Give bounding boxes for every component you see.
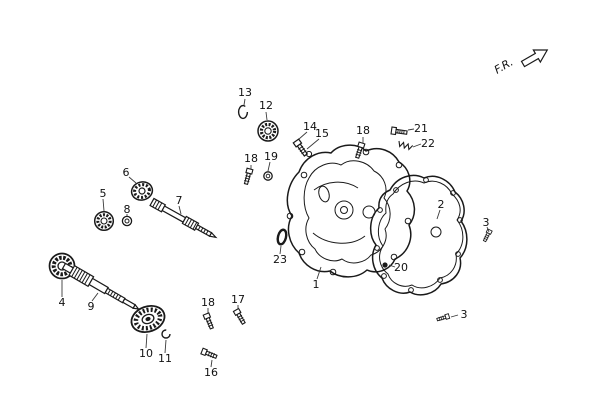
callout-4: 4 — [59, 280, 66, 309]
part-16-bolt — [200, 347, 218, 360]
callout-5: 5 — [100, 187, 107, 212]
part-12-bearing — [257, 120, 279, 142]
callout-15: 15 — [306, 127, 329, 150]
part-number: 9 — [88, 300, 95, 313]
part-number: 10 — [139, 347, 153, 360]
part-number: 18 — [356, 124, 370, 137]
callout-23: 23 — [273, 245, 287, 266]
part-number: 3 — [483, 216, 490, 229]
callout-2: 2 — [436, 198, 445, 220]
part-number: 5 — [100, 187, 107, 200]
part-23-o-ring — [276, 228, 288, 246]
part-number: 20 — [394, 261, 408, 274]
part-3-bolt-top — [482, 228, 493, 243]
part-7-shaft — [149, 197, 218, 239]
part-number: 11 — [158, 352, 172, 365]
callout-21: 21 — [407, 122, 428, 135]
callout-22: 22 — [412, 137, 435, 150]
part-number: 8 — [124, 203, 131, 216]
part-11-circlip — [161, 329, 171, 339]
part-number: 17 — [231, 293, 245, 306]
part-number: 23 — [273, 253, 287, 266]
callout-14: 14 — [298, 120, 317, 140]
callout-10: 10 — [139, 333, 153, 360]
callout-1: 1 — [313, 266, 322, 291]
part-number: 14 — [303, 120, 317, 133]
part-number: 15 — [315, 127, 329, 140]
part-22-spring — [398, 140, 414, 151]
part-18-bolt-top — [354, 141, 366, 159]
callout-17: 17 — [231, 293, 245, 309]
part-21-bolt — [390, 126, 408, 136]
part-18-bolt-bottom — [202, 312, 215, 330]
part-8-collar — [121, 215, 133, 227]
callout-18-left: 18 — [244, 152, 258, 169]
callout-3-bottom: 3 — [450, 308, 468, 321]
callout-8: 8 — [124, 203, 131, 216]
part-18-bolt-left — [243, 167, 254, 186]
callout-19: 19 — [264, 150, 278, 172]
part-number: 6 — [123, 166, 130, 179]
part-2-gasket-cover — [370, 174, 468, 296]
fr-direction-indicator: F.R. — [492, 49, 549, 77]
fr-label: F.R. — [492, 56, 515, 77]
callout-3-top: 3 — [483, 216, 490, 233]
part-1-transmission-cover — [286, 144, 416, 278]
part-3-bolt-bottom — [436, 313, 451, 322]
part-9-gear-shaft — [61, 262, 140, 310]
callout-18-top: 18 — [356, 124, 370, 143]
part-number: 22 — [421, 137, 435, 150]
callout-7: 7 — [176, 194, 183, 215]
part-17-bolt — [232, 307, 246, 325]
part-6-gear — [130, 181, 154, 201]
part-number: 18 — [201, 296, 215, 309]
callout-16: 16 — [204, 359, 218, 379]
part-number: 21 — [414, 122, 428, 135]
part-number: 12 — [259, 99, 273, 112]
callout-12: 12 — [259, 99, 273, 121]
part-number: 16 — [204, 366, 218, 379]
part-19-washer — [263, 171, 273, 181]
callout-18-bottom: 18 — [201, 296, 215, 313]
part-13-snap-ring — [237, 104, 249, 120]
part-number: 3 — [461, 308, 468, 321]
part-14-15-bolt-washer — [292, 138, 313, 158]
part-number: 2 — [438, 198, 445, 211]
part-number: 1 — [313, 278, 320, 291]
callout-20: 20 — [388, 261, 408, 274]
callout-6: 6 — [123, 166, 137, 184]
callouts: 13 12 14 15 18 21 22 18 — [59, 86, 490, 379]
part-5-bearing — [93, 210, 115, 232]
part-number: 19 — [264, 150, 278, 163]
part-20-dowel — [382, 262, 388, 268]
part-number: 13 — [238, 86, 252, 99]
part-number: 18 — [244, 152, 258, 165]
callout-11: 11 — [158, 339, 172, 365]
part-number: 7 — [176, 194, 183, 207]
part-number: 4 — [59, 296, 66, 309]
fr-arrow-icon — [520, 49, 549, 68]
callout-9: 9 — [88, 292, 99, 313]
callout-13: 13 — [238, 86, 252, 106]
part-10-final-gear — [130, 304, 166, 334]
